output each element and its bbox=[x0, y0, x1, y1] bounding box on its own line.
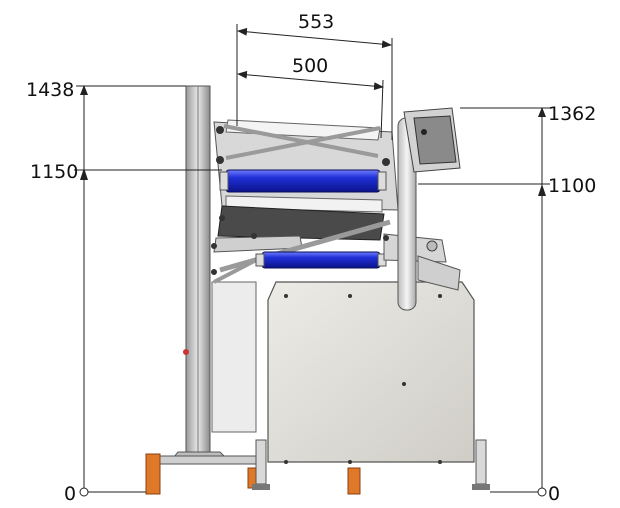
bottom-rail bbox=[149, 455, 261, 465]
dim-1100: 1100 bbox=[548, 175, 596, 197]
side-cabinet bbox=[211, 281, 257, 433]
upper-blue-roller bbox=[225, 169, 381, 193]
foot-left bbox=[145, 453, 161, 495]
dim-1150: 1150 bbox=[30, 161, 78, 183]
lower-blue-roller bbox=[261, 251, 381, 269]
dim-1362: 1362 bbox=[548, 103, 596, 125]
dim-553: 553 bbox=[298, 11, 334, 33]
main-body bbox=[267, 281, 475, 463]
guide-plate bbox=[217, 205, 385, 241]
dim-500: 500 bbox=[292, 55, 328, 77]
foot-mid bbox=[347, 467, 361, 495]
dim-1438: 1438 bbox=[26, 79, 74, 101]
dimension-annotations: 553 500 1438 1150 1362 1100 0 0 bbox=[26, 11, 596, 505]
dim-zero-left: 0 bbox=[64, 483, 76, 505]
dim-zero-right: 0 bbox=[548, 483, 560, 505]
machine bbox=[145, 85, 490, 495]
